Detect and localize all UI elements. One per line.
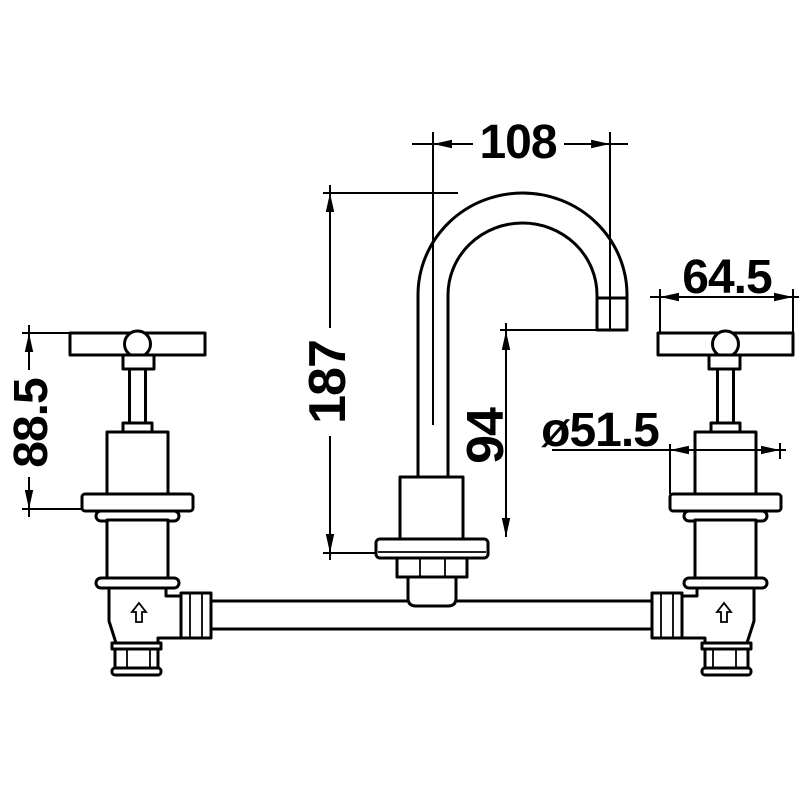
spout-inner-contour — [446, 221, 599, 477]
dim-spout-height: 187 — [299, 185, 458, 560]
spout-shank — [406, 575, 458, 608]
dim-handle-height: 88.5 — [5, 325, 82, 517]
dim-spout-height-label: 187 — [299, 340, 357, 424]
spout-flange — [374, 537, 490, 560]
dim-handle-width: 64.5 — [650, 251, 799, 333]
dim-outlet-height-label: 94 — [457, 407, 515, 464]
dim-outlet-height: 94 — [457, 323, 597, 537]
dim-spout-reach-label: 108 — [479, 116, 556, 169]
dim-spout-reach: 108 — [412, 116, 628, 425]
dim-flange-diameter-label: ø51.5 — [541, 404, 659, 457]
spout-base-block — [398, 475, 465, 542]
dim-flange-diameter: ø51.5 — [541, 404, 786, 494]
spout-locknut — [395, 556, 469, 579]
dim-handle-height-label: 88.5 — [5, 378, 58, 468]
supply-pipe — [212, 599, 652, 631]
spout-outlet-tip — [595, 296, 629, 332]
spout-unit — [374, 191, 629, 608]
dim-handle-width-label: 64.5 — [682, 251, 772, 304]
